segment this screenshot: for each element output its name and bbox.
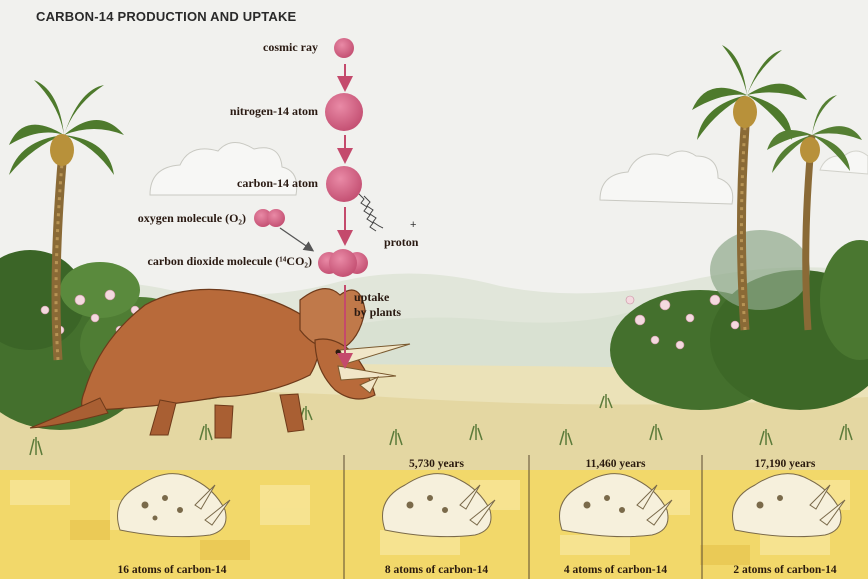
years-label-2: 11,460 years xyxy=(529,458,702,470)
years-label-1: 5,730 years xyxy=(344,458,529,470)
cosmic-ray-particle xyxy=(334,38,354,58)
carbon-14-atom xyxy=(326,166,362,202)
uptake-label-line1: uptake xyxy=(354,290,389,305)
diagram-title: CARBON-14 PRODUCTION AND UPTAKE xyxy=(36,9,296,24)
atoms-label-3: 4 atoms of carbon-14 xyxy=(529,564,702,576)
co2-molecule xyxy=(318,249,368,277)
plus-sign: + xyxy=(410,219,416,231)
carbon-14-label: carbon-14 atom xyxy=(237,176,318,191)
atoms-label-1: 16 atoms of carbon-14 xyxy=(0,564,344,576)
nitrogen-14-label: nitrogen-14 atom xyxy=(230,104,318,119)
nitrogen-14-atom xyxy=(325,93,363,131)
atoms-label-4: 2 atoms of carbon-14 xyxy=(702,564,868,576)
co2-molecule-label: carbon dioxide molecule (¹⁴CO₂) xyxy=(148,254,312,269)
cosmic-ray-label: cosmic ray xyxy=(263,40,318,55)
proton-label: proton xyxy=(384,235,418,250)
years-label-3: 17,190 years xyxy=(702,458,868,470)
oxygen-molecule-label: oxygen molecule (O₂) xyxy=(138,211,246,226)
uptake-label-line2: by plants xyxy=(354,305,401,320)
atoms-label-2: 8 atoms of carbon-14 xyxy=(344,564,529,576)
